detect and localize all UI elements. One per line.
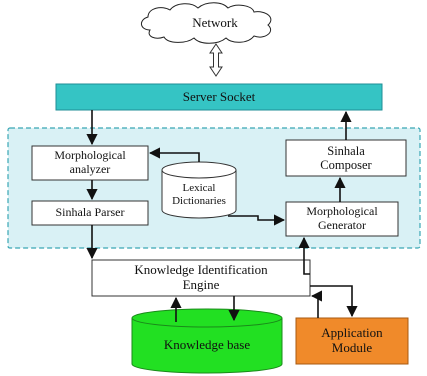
- arrow-dictionary-to-generator: [228, 214, 286, 226]
- application-module-box: [295, 317, 409, 365]
- lexical-dictionaries-cylinder: [161, 161, 237, 219]
- arrow-engine-to-generator: [298, 236, 310, 275]
- knowledge-identification-engine-box: [91, 259, 311, 297]
- knowledge-base-cylinder: [131, 308, 283, 374]
- server-socket-box: [55, 83, 383, 111]
- sinhala-parser-box: [31, 200, 149, 226]
- sinhala-composer-box: [285, 139, 407, 177]
- morphological-analyzer-box: [31, 145, 149, 181]
- arrow-engine-to-app: [310, 285, 358, 318]
- arrow-dictionary-to-analyzer: [148, 147, 200, 162]
- connectors: [86, 110, 358, 322]
- network-cloud: [141, 2, 272, 44]
- network-link-arrow: [209, 43, 223, 77]
- arrow-app-to-engine: [310, 290, 323, 318]
- morphological-generator-box: [285, 201, 399, 237]
